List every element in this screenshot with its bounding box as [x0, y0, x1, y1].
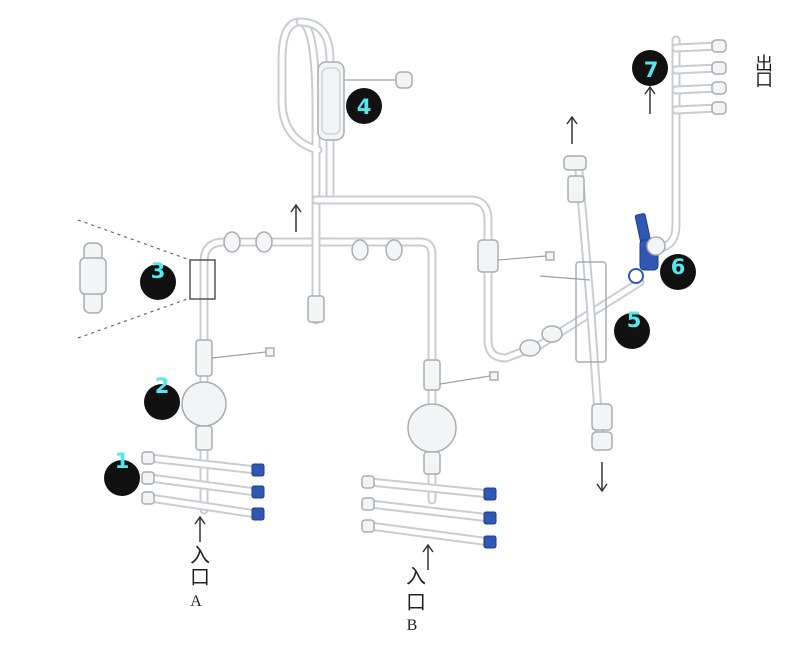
badge-5: 5 — [614, 308, 650, 349]
arrow-up-outlet — [644, 85, 656, 114]
arrow-up-inlet-b — [422, 543, 434, 570]
inlet-a-char-1: 入 — [190, 543, 210, 567]
joints — [195, 71, 613, 451]
badge-4: 4 — [346, 88, 382, 124]
outlet-manifold — [671, 39, 727, 115]
badge-5-number: 5 — [627, 308, 642, 332]
inlet-a-char-2: 口 — [190, 565, 210, 589]
badge-7-number: 7 — [644, 58, 659, 82]
condenser — [317, 61, 345, 141]
inlet-manifold-b — [361, 475, 497, 549]
inlet-b-char-1: 入 — [406, 564, 426, 588]
badge-1-number: 1 — [115, 449, 130, 473]
inlet-b-letter: B — [406, 617, 418, 634]
inlet-b-char-2: 口 — [406, 590, 426, 614]
magnified-detail-view — [77, 219, 191, 339]
glass-tubing — [199, 17, 681, 515]
stopcock-valve — [628, 213, 666, 284]
badge-3: 3 — [140, 259, 176, 300]
flow-arrows — [194, 85, 656, 570]
arrow-up-inlet-a — [194, 515, 206, 542]
badge-2: 2 — [144, 374, 180, 420]
badge-2-number: 2 — [155, 374, 170, 398]
badge-6: 6 — [660, 254, 696, 290]
inlet-a-letter: A — [190, 593, 202, 610]
badge-7: 7 — [632, 50, 668, 86]
badge-1: 1 — [104, 449, 140, 496]
inlet-manifold-a — [141, 451, 265, 521]
outlet-char-2: 口 — [755, 70, 773, 91]
zoom-selection-box — [189, 259, 216, 300]
arrow-up-center — [290, 203, 302, 232]
outlet-char-1: 出 — [755, 54, 773, 75]
badge-3-number: 3 — [151, 259, 166, 283]
badge-6-number: 6 — [671, 255, 686, 279]
arrow-down-bottom — [596, 462, 608, 493]
badge-4-number: 4 — [357, 95, 372, 119]
arrow-up-right-top — [566, 115, 578, 144]
flasks — [181, 381, 457, 475]
